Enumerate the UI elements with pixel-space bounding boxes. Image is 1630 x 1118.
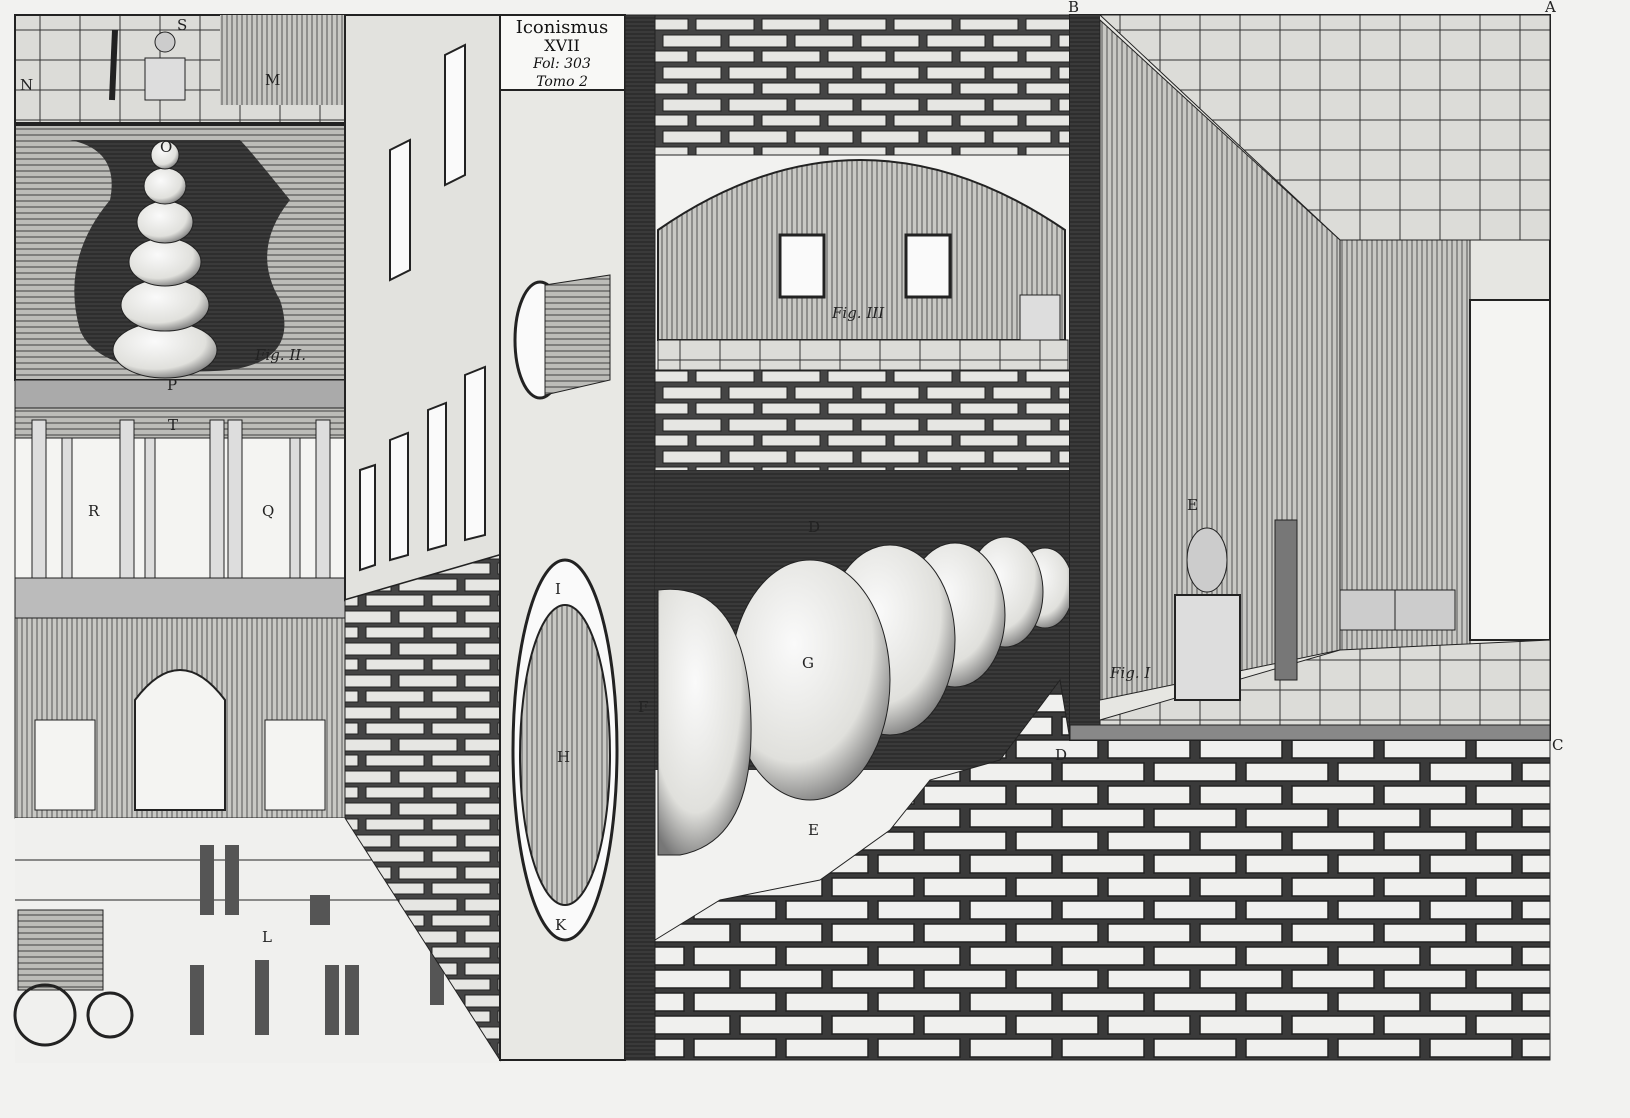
dark-column [624,14,656,1061]
carriage [17,909,104,991]
label-b: B [1068,0,1079,16]
curtain-back-wall [1339,239,1471,651]
fig1-panel [1069,14,1551,741]
label-o: O [160,138,172,156]
vault-pedestal [1019,294,1061,346]
carriage-wheel [13,983,77,1047]
label-h: H [557,748,570,766]
label-s: S [177,16,187,34]
left-doorway [34,719,96,811]
plate-title: Iconismus XVII Fol: 303 Tomo 2 [516,17,609,90]
title-line-2: XVII [544,36,580,55]
vault-window-left [778,233,826,299]
bust-pedestal [1174,594,1241,701]
cornice [14,379,346,409]
room-floor [1099,639,1551,726]
fig2-caption: Fig. II. [254,346,306,364]
title-line-4: Tomo 2 [536,74,588,90]
listening-man [1274,519,1298,681]
inset-wall [220,15,345,105]
label-a: A [1544,0,1556,16]
label-n: N [20,76,33,94]
label-r: R [88,502,100,520]
label-g: G [802,654,814,672]
vaulted-room [657,159,1066,341]
label-k: K [555,916,567,934]
label-p: P [167,376,177,394]
spiral-tube-fig2 [112,140,218,379]
lower-brick-wall [654,678,1551,1061]
label-d-low: D [1055,746,1067,764]
title-line-3: Fol: 303 [532,56,591,72]
fig1-caption: Fig. I [1109,664,1151,682]
label-f: F [638,698,648,716]
chair-left [1339,589,1401,631]
tube-panel [499,14,656,1061]
label-c: C [1552,736,1563,754]
facade-windows [359,43,486,572]
label-q: Q [262,502,274,520]
coffered-ceiling [1098,14,1551,241]
label-e-bust: E [1187,496,1198,514]
vault-window-right [904,233,952,299]
label-t: T [168,416,178,434]
balcony [14,577,346,619]
fig3-caption: Fig. III [831,304,885,322]
label-l: L [262,928,272,946]
label-i: I [555,580,561,598]
chair-right [1394,589,1456,631]
right-doorway [264,719,326,811]
label-e-mid: E [808,821,819,839]
bust [154,31,176,53]
window-opening [1469,299,1551,641]
letter-labels: S N M O P T R Q L I H K F D G E E D B A … [20,0,1563,946]
title-box [499,14,626,91]
tube-opening [519,604,611,906]
talking-bust [1186,527,1228,593]
pedestal [144,57,186,101]
label-m: M [265,71,280,89]
archway [134,669,226,811]
label-d-mid: D [808,518,820,536]
courtyard-figures [190,845,444,1035]
fig3-panel [654,14,1551,1061]
title-line-1: Iconismus [516,17,609,38]
figure [109,29,118,101]
spiral-tube-main [657,536,1074,856]
